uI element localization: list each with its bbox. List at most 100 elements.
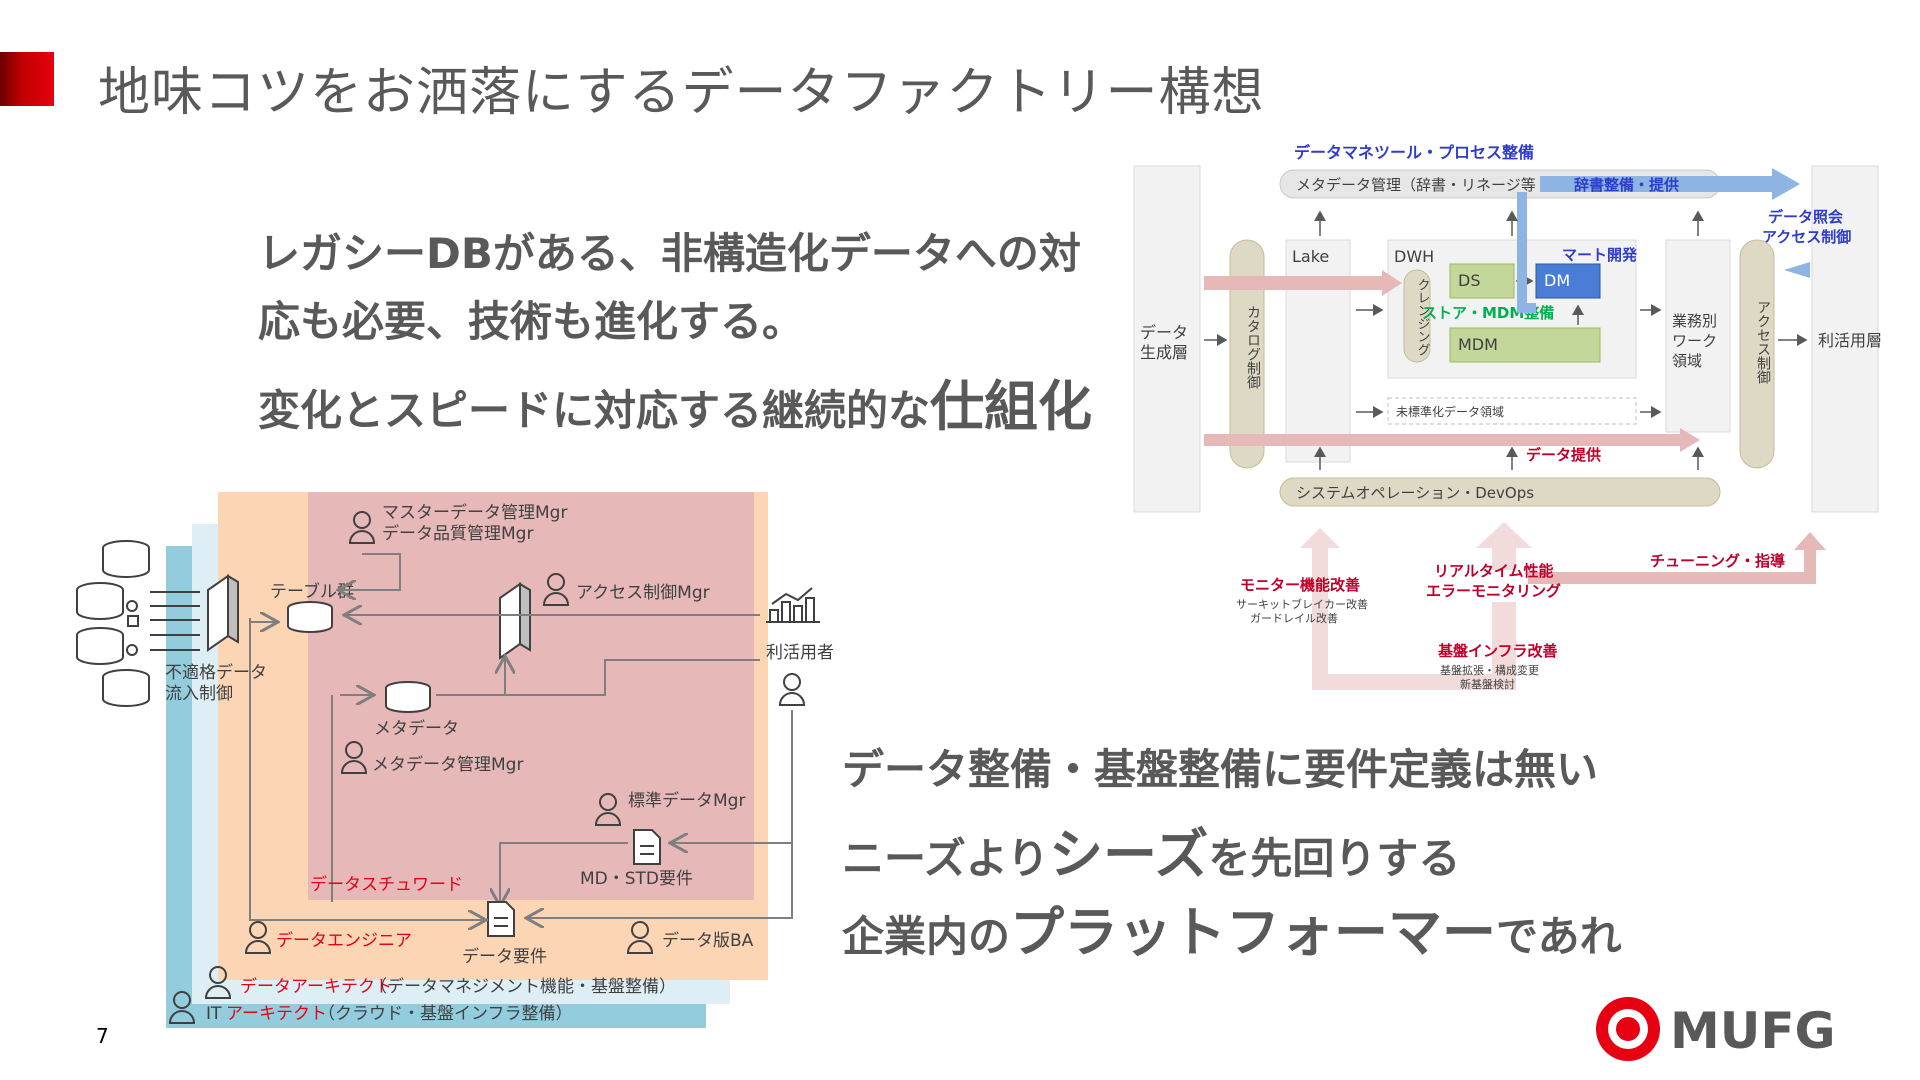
feedback-arrows	[1300, 522, 1532, 690]
biz-line1: 業務別	[1672, 312, 1717, 330]
unstd-label: 未標準化データ領域	[1396, 404, 1504, 419]
dm-box	[1535, 263, 1601, 299]
role-data-ba: データ版BA	[662, 930, 754, 951]
message-top-line3b: 仕組化	[930, 375, 1093, 438]
message-top-line2: 応も必要、技術も進化する。	[258, 297, 805, 346]
dwh-label: DWH	[1394, 247, 1434, 266]
firewall-icon-access	[499, 582, 531, 660]
role-data-architect-note: （データマネジメント機能・基盤整備）	[370, 976, 676, 997]
infra-sub2: 新基盤検討	[1460, 677, 1515, 691]
lake-label: Lake	[1292, 247, 1329, 266]
logo-text: MUFG	[1670, 1002, 1836, 1060]
user-label: 利活用者	[766, 643, 834, 663]
generation-layer-box	[1133, 165, 1201, 513]
person-icon-user	[778, 673, 806, 706]
slide-title: 地味コツをお洒落にするデータファクトリー構想	[98, 63, 1265, 123]
message-bottom-line3: 企業内のプラットフォーマーであれ	[842, 888, 1622, 967]
biz-line2: ワーク	[1672, 332, 1717, 350]
provide-label: データ提供	[1526, 446, 1601, 464]
role-std-mgr: 標準データMgr	[628, 790, 745, 811]
page-number: 7	[96, 1024, 109, 1048]
arrow-mdstd-to-datareq	[500, 842, 628, 904]
document-icon-datareq	[487, 901, 515, 937]
infra-sub1: 基盤拡張・構成変更	[1440, 663, 1539, 677]
person-icon-std	[594, 793, 622, 826]
person-icon-it-architect	[168, 991, 196, 1024]
tables-label: テーブル群	[270, 581, 354, 602]
metadata-icon	[385, 681, 431, 713]
layer-gap	[298, 492, 308, 900]
mdstd-label: MD・STD要件	[580, 869, 693, 889]
database-icon-group	[76, 540, 150, 707]
architecture-diagram: データ 生成層 利活用層 データマネツール・プロセス整備 メタデータ管理（辞書・…	[1133, 143, 1882, 691]
role-data-engineer: データエンジニア	[276, 930, 412, 951]
person-icon-ba	[626, 921, 654, 954]
role-it-architect-note: （クラウド・基盤インフラ整備）	[318, 1004, 573, 1024]
inflow-pink-arrow-head	[1382, 270, 1402, 296]
role-meta-mgr: メタデータ管理Mgr	[372, 754, 523, 775]
realtime-line1: リアルタイム性能	[1434, 562, 1554, 580]
cleansing-label: クレンジング	[1415, 278, 1431, 356]
mart-label: マート開発	[1562, 246, 1638, 264]
message-bottom-line2a: ニーズより	[842, 834, 1050, 883]
role-it-prefix: IT	[206, 1004, 222, 1024]
arrow-engineer-to-datareq	[249, 618, 484, 920]
person-icon-master	[348, 511, 376, 544]
ds-label: DS	[1458, 271, 1480, 290]
cleansing-pill	[1403, 269, 1431, 363]
message-bottom-line3c: であれ	[1496, 912, 1622, 961]
biz-line3: 領域	[1672, 352, 1702, 370]
catalog-control-pill	[1229, 239, 1265, 469]
tuning-arrow-head	[1794, 532, 1826, 550]
message-bottom-line2c: を先回りする	[1208, 834, 1461, 883]
data-ref-line2: アクセス制御	[1762, 228, 1851, 246]
provide-pink-arrow-head	[1680, 428, 1700, 452]
inflow-label-line1: 不適格データ	[165, 662, 267, 683]
sysops-label: システムオペレーション・DevOps	[1296, 484, 1534, 502]
chart-icon-user	[766, 587, 820, 623]
line-metadata-to-user	[436, 659, 760, 696]
dict-arrow-head	[1772, 168, 1800, 200]
mdm-box	[1449, 327, 1601, 363]
dict-down-arrow	[1517, 192, 1536, 313]
sysops-bar	[1279, 477, 1721, 507]
message-top-line1: レガシーDBがある、非構造化データへの対	[258, 229, 1081, 278]
tuning-label: チューニング・指導	[1650, 552, 1785, 570]
role-data-architect: データアーキテクト	[240, 976, 392, 997]
role-access-mgr: アクセス制御Mgr	[576, 583, 710, 603]
document-icon-mdstd	[633, 829, 661, 865]
inflow-lines	[126, 591, 200, 656]
message-bottom-line3a: 企業内の	[842, 912, 1011, 961]
dm-label: DM	[1544, 271, 1570, 290]
monitor-sub1: サーキットブレイカー改善	[1236, 597, 1368, 611]
biz-area-box	[1665, 239, 1731, 433]
person-icon-meta	[340, 741, 368, 774]
message-bottom-line2b: シーズ	[1049, 823, 1209, 886]
message-top-line3a: 変化とスピードに対応する継続的な	[258, 386, 931, 435]
firewall-icon-inflow	[207, 574, 239, 652]
message-top-line3: 変化とスピードに対応する継続的な仕組化	[258, 362, 1092, 441]
generation-layer-line2: 生成層	[1140, 343, 1188, 362]
use-layer-box	[1811, 165, 1879, 513]
ds-box	[1449, 263, 1515, 299]
use-layer-label: 利活用層	[1818, 331, 1882, 350]
tables-icon	[287, 601, 333, 633]
dict-label: 辞書整備・提供	[1574, 176, 1679, 194]
realtime-line2: エラーモニタリング	[1426, 582, 1561, 600]
message-bottom-line3b: プラットフォーマー	[1010, 901, 1497, 964]
lake-box	[1285, 239, 1351, 463]
person-icon-access	[542, 573, 570, 606]
data-ref-arrow	[1784, 262, 1810, 278]
org-diagram: 不適格データ 流入制御 テーブル群 マスターデータ管理Mgr データ品質管理Mg…	[76, 492, 834, 1028]
connector-arrows	[1204, 210, 1808, 470]
access-control-pill	[1739, 239, 1775, 469]
inflow-label-line2: 流入制御	[165, 684, 233, 704]
message-bottom-line1: データ整備・基盤整備に要件定義は無い	[842, 745, 1599, 794]
infra-label: 基盤インフラ改善	[1437, 642, 1558, 660]
metadata-label: メタデータ	[374, 718, 459, 739]
top-tool-label: データマネツール・プロセス整備	[1294, 143, 1534, 162]
catalog-control-label: カタログ制御	[1245, 305, 1261, 389]
title-accent-bar	[0, 52, 54, 106]
unstd-area	[1387, 397, 1637, 425]
message-bottom-line2: ニーズよりシーズを先回りする	[842, 810, 1460, 889]
